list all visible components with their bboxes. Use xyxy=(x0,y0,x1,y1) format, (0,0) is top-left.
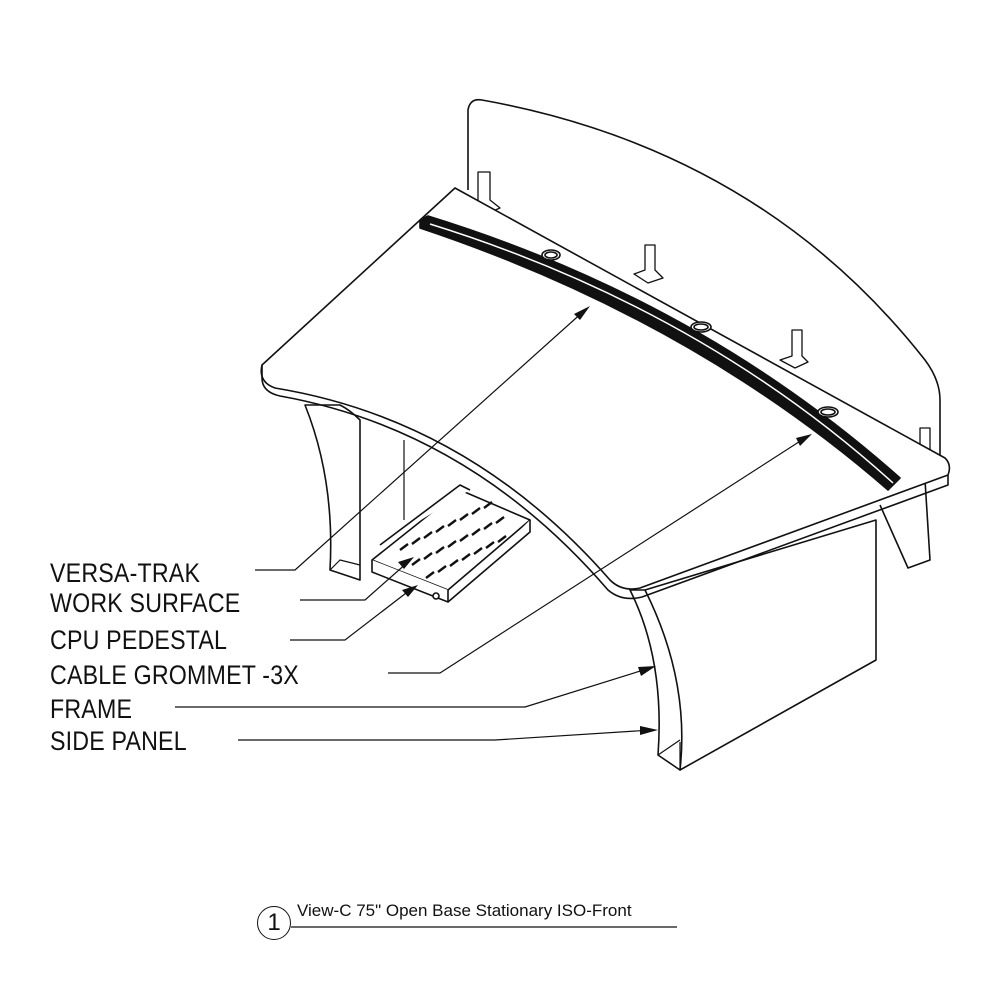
label-versa-trak: VERSA-TRAK xyxy=(50,558,201,588)
work-surface-edge xyxy=(261,365,949,600)
leader-lines xyxy=(175,309,806,741)
label-side-panel: SIDE PANEL xyxy=(50,726,187,756)
label-cable-grommet: CABLE GROMMET -3X xyxy=(50,660,299,690)
label-cpu-pedestal: CPU PEDESTAL xyxy=(50,625,228,655)
cable-grommets xyxy=(541,249,839,418)
arrowheads xyxy=(398,306,812,735)
left-frame xyxy=(304,404,361,581)
cpu-pedestal xyxy=(371,484,531,603)
back-right-frame xyxy=(879,479,931,569)
view-number-badge: 1 xyxy=(257,906,291,940)
work-surface xyxy=(260,187,951,590)
view-caption: View-C 75" Open Base Stationary ISO-Fron… xyxy=(297,901,632,920)
label-work-surface: WORK SURFACE xyxy=(50,588,241,618)
modesty-panel xyxy=(467,98,941,455)
versa-trak xyxy=(419,215,901,491)
label-frame: FRAME xyxy=(50,694,133,724)
